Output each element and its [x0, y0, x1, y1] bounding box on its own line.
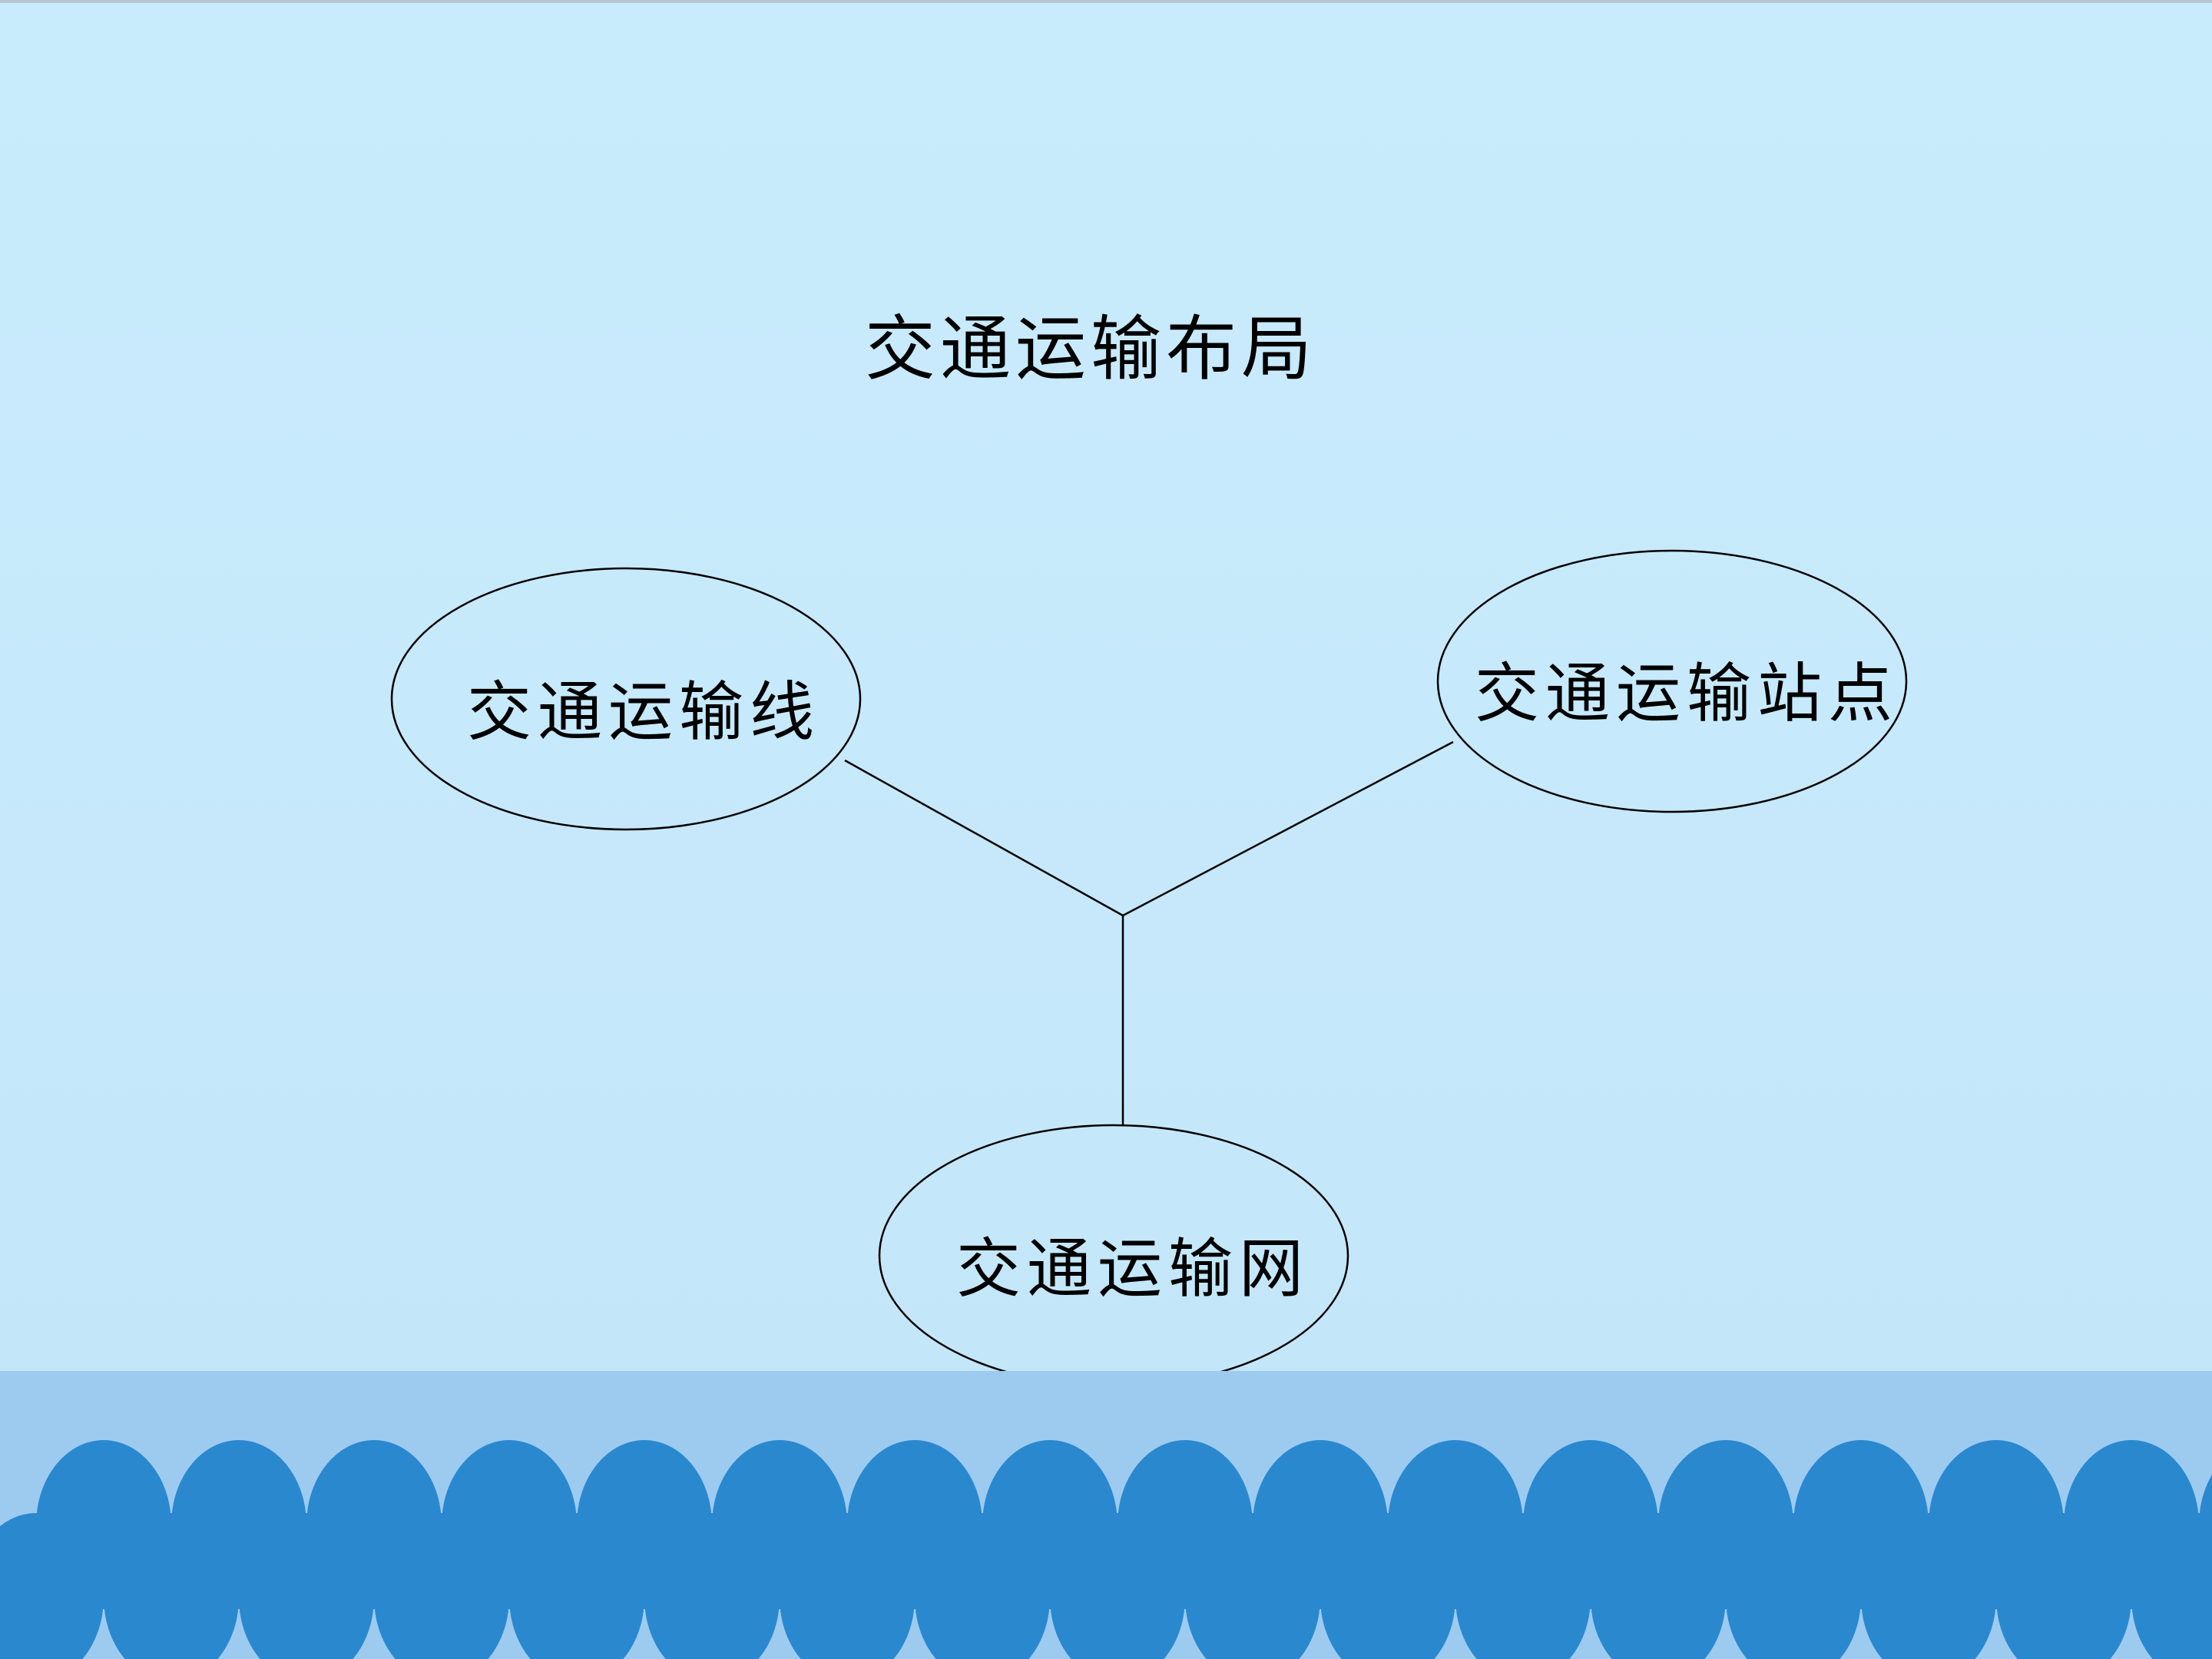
wave-scallop [1320, 1513, 1455, 1659]
wave-scallop [1591, 1513, 1726, 1659]
node-label-network: 交通运输网 [956, 1231, 1310, 1306]
wave-scallop [374, 1513, 509, 1659]
wave-scallop [1050, 1513, 1185, 1659]
wave-scallop [1996, 1513, 2131, 1659]
wave-scallop [780, 1513, 915, 1659]
footer-wave-band [0, 1371, 2212, 1659]
wave-scallop [915, 1513, 1050, 1659]
wave-scallop [1185, 1513, 1320, 1659]
node-label-line: 交通运输线 [467, 674, 821, 750]
wave-pattern [0, 1440, 2212, 1659]
node-ellipse-station [1436, 549, 1908, 813]
wave-scallop [0, 1513, 104, 1659]
node-label-station: 交通运输站点 [1475, 656, 1899, 731]
wave-scallop [104, 1513, 239, 1659]
connector-line-left [844, 759, 1124, 917]
wave-scallop [1726, 1513, 1861, 1659]
wave-scallop [1455, 1513, 1591, 1659]
connector-line-right [1122, 740, 1454, 917]
node-ellipse-line [390, 567, 862, 831]
wave-scallop [509, 1513, 644, 1659]
wave-scallop [1861, 1513, 1996, 1659]
top-rule [0, 0, 2212, 3]
wave-scallop [644, 1513, 780, 1659]
wave-scallop [239, 1513, 374, 1659]
diagram-title: 交通运输布局 [864, 308, 1316, 390]
wave-scallop [2131, 1513, 2212, 1659]
